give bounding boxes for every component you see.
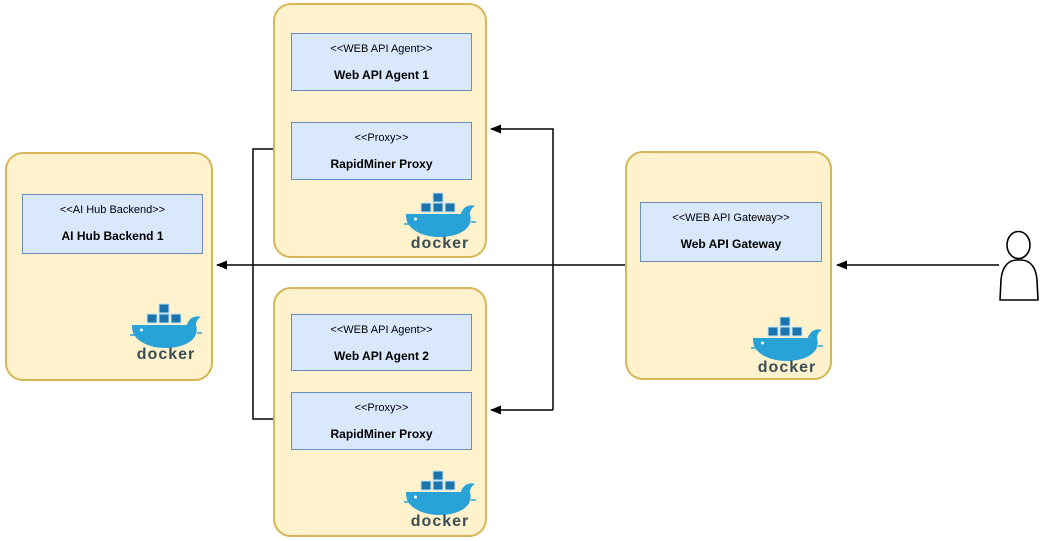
component-stereotype: <<Proxy>> bbox=[354, 402, 409, 414]
container-docker-agent1[interactable]: <<WEB API Agent>> Web API Agent 1 <<Prox… bbox=[273, 3, 487, 258]
component-name: Web API Agent 1 bbox=[334, 68, 429, 82]
user-actor-icon[interactable] bbox=[997, 228, 1041, 302]
docker-whale-icon bbox=[403, 470, 477, 516]
container-docker-gateway[interactable]: <<WEB API Gateway>> Web API Gateway dock… bbox=[625, 151, 832, 380]
component-web-api-agent-2[interactable]: <<WEB API Agent>> Web API Agent 2 bbox=[291, 314, 472, 371]
component-ai-hub-backend-1[interactable]: <<AI Hub Backend>> AI Hub Backend 1 bbox=[22, 194, 203, 254]
connector-junction-to-agent1-proxy bbox=[490, 124, 554, 265]
component-web-api-agent-1[interactable]: <<WEB API Agent>> Web API Agent 1 bbox=[291, 33, 472, 91]
docker-whale-icon bbox=[750, 316, 824, 362]
component-name: Web API Agent 2 bbox=[334, 349, 429, 363]
component-rapidminer-proxy-1[interactable]: <<Proxy>> RapidMiner Proxy bbox=[291, 122, 472, 180]
docker-logo: docker bbox=[401, 192, 479, 252]
component-rapidminer-proxy-2[interactable]: <<Proxy>> RapidMiner Proxy bbox=[291, 392, 472, 450]
docker-logo: docker bbox=[127, 303, 205, 363]
component-stereotype: <<Proxy>> bbox=[354, 132, 409, 144]
component-stereotype: <<WEB API Gateway>> bbox=[672, 212, 790, 224]
docker-logo: docker bbox=[401, 470, 479, 530]
component-web-api-gateway[interactable]: <<WEB API Gateway>> Web API Gateway bbox=[640, 202, 822, 262]
component-name: AI Hub Backend 1 bbox=[61, 229, 164, 243]
docker-logo-label: docker bbox=[410, 235, 470, 252]
docker-logo-label: docker bbox=[410, 513, 470, 530]
component-stereotype: <<WEB API Agent>> bbox=[330, 324, 433, 336]
container-docker-agent2[interactable]: <<WEB API Agent>> Web API Agent 2 <<Prox… bbox=[273, 287, 487, 537]
component-stereotype: <<WEB API Agent>> bbox=[330, 43, 433, 55]
component-stereotype: <<AI Hub Backend>> bbox=[59, 204, 166, 216]
component-name: RapidMiner Proxy bbox=[330, 427, 433, 441]
docker-logo-label: docker bbox=[757, 359, 817, 376]
docker-whale-icon bbox=[403, 192, 477, 238]
docker-logo-label: docker bbox=[136, 346, 196, 363]
component-name: Web API Gateway bbox=[680, 237, 782, 251]
container-docker-aihub[interactable]: <<AI Hub Backend>> AI Hub Backend 1 dock… bbox=[5, 152, 213, 381]
component-name: RapidMiner Proxy bbox=[330, 157, 433, 171]
docker-whale-icon bbox=[129, 303, 203, 349]
docker-logo: docker bbox=[748, 316, 826, 376]
